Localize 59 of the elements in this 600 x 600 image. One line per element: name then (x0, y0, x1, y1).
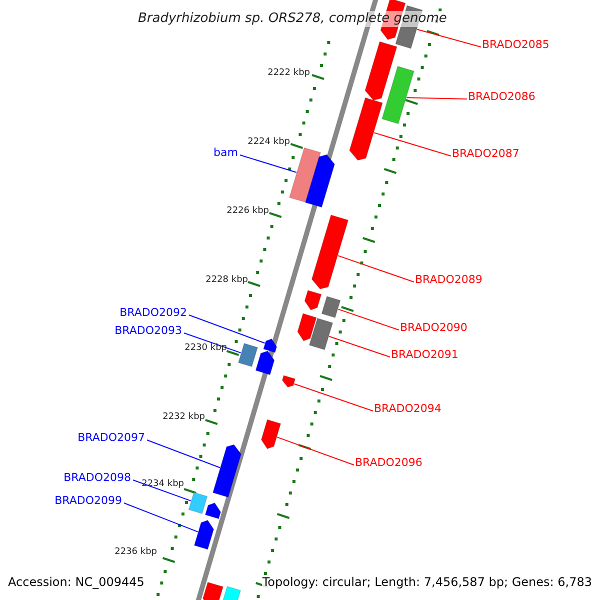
gene-segment (188, 492, 208, 514)
gene-segment (364, 41, 398, 101)
gene-segment (260, 419, 282, 450)
leader-line (406, 97, 468, 100)
leader-line (132, 480, 192, 502)
gene-label: bam (214, 146, 238, 160)
gene-segment (349, 97, 383, 161)
leader-line (240, 154, 297, 173)
gene-label: BRADO2097 (78, 431, 145, 445)
gene-segment (308, 318, 334, 350)
gene-segment (220, 586, 242, 600)
scale-tick-label: 2226 kbp (226, 205, 269, 218)
leader-line (328, 336, 390, 358)
gene-label: BRADO2096 (355, 456, 422, 470)
gene-segment (321, 296, 341, 318)
gene-label: BRADO2090 (400, 321, 468, 335)
gene-segment (304, 154, 336, 208)
gene-segment (297, 313, 317, 342)
gene-label: BRADO2085 (482, 38, 550, 52)
scale-tick-label: 2230 kbp (184, 342, 227, 355)
scale-tick-label: 2228 kbp (206, 274, 248, 287)
leader-line (188, 314, 266, 344)
leader-line (276, 436, 354, 466)
leader-line (338, 308, 400, 330)
leader-line (146, 440, 220, 468)
gene-segment (238, 342, 258, 368)
gene-segment (212, 444, 242, 498)
gene-label: BRADO2094 (374, 402, 442, 416)
gene-label: BRADO2099 (54, 494, 122, 508)
scale-tick-label: 2224 kbp (248, 136, 290, 149)
gene-segment (304, 290, 322, 310)
leader-line (184, 332, 242, 354)
accession-text: Accession: NC_009445 (8, 575, 144, 589)
gene-label: BRADO2089 (415, 273, 482, 287)
leader-line (294, 383, 374, 412)
gene-segment (204, 502, 222, 520)
gene-label: BRADO2086 (468, 90, 536, 104)
gene-segment (263, 338, 278, 353)
scale-tick-label: 2222 kbp (268, 67, 310, 80)
map-title: Bradyrhizobium sp. ORS278, complete genome (138, 11, 447, 27)
gene-segment (282, 375, 296, 388)
gene-segment (382, 66, 414, 124)
scale-tick-label: 2232 kbp (162, 411, 205, 424)
gene-label: BRADO2098 (64, 471, 131, 485)
gene-segment (288, 147, 322, 203)
gene-segment (311, 214, 349, 290)
gene-label: BRADO2092 (120, 306, 187, 320)
leader-line (124, 502, 198, 532)
gene-segment (202, 582, 224, 600)
genome-info-text: Topology: circular; Length: 7,456,587 bp; Genes: 6,783 (262, 575, 592, 589)
scale-tick-label: 2234 kbp (142, 478, 184, 491)
scale-tick-label: 2236 kbp (114, 546, 157, 559)
leader-line (416, 28, 482, 48)
gene-label: BRADO2091 (391, 348, 458, 362)
leader-line (338, 255, 414, 282)
gene-label: BRADO2087 (452, 147, 520, 161)
gene-segment (194, 520, 214, 550)
gene-label: BRADO2093 (114, 324, 182, 338)
leader-line (374, 132, 452, 156)
